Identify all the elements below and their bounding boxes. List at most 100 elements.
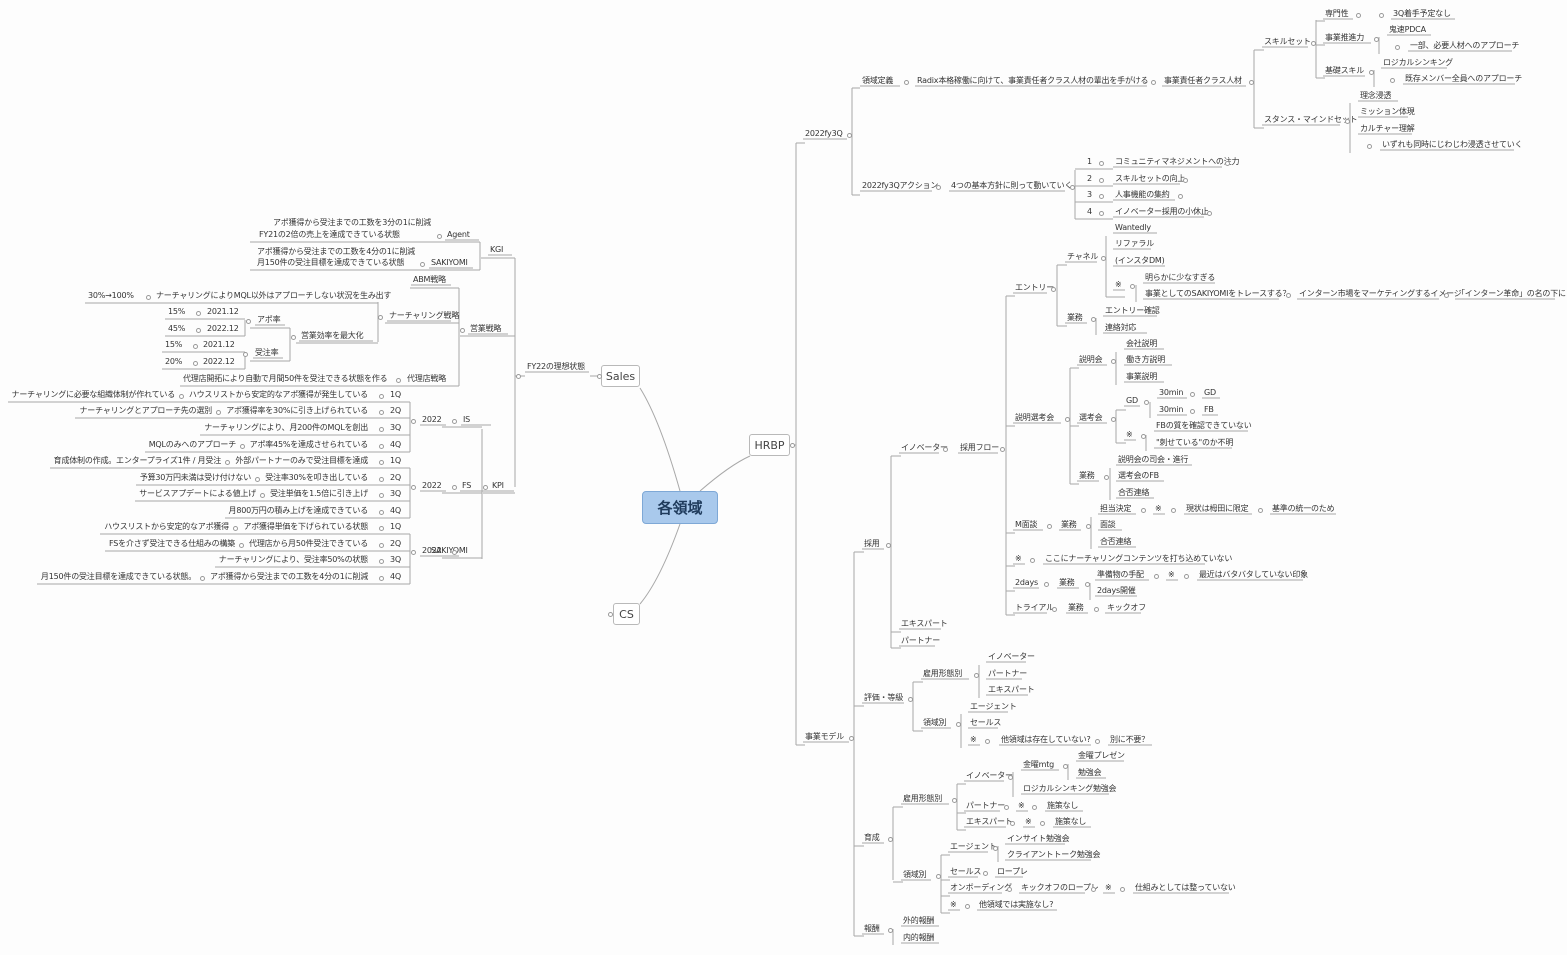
collapse-toggle[interactable] <box>378 558 384 564</box>
topic-node[interactable]: 明らかに少なすぎる <box>1145 273 1216 282</box>
topic-node[interactable]: 会社説明 <box>1126 339 1158 348</box>
collapse-toggle[interactable] <box>903 79 909 85</box>
topic-node[interactable]: 人事機能の集約 <box>1115 190 1170 199</box>
topic-node[interactable]: ナーチャリング戦略 <box>389 311 460 320</box>
topic-node[interactable]: 業務 <box>1079 471 1095 480</box>
topic-node[interactable]: クライアントトーク勉強会 <box>1007 850 1101 859</box>
topic-node[interactable]: GD <box>1204 388 1216 397</box>
topic-node[interactable]: キックオフのロープレ <box>1021 883 1099 892</box>
topic-node[interactable]: ※ <box>1018 801 1025 810</box>
collapse-toggle[interactable] <box>451 484 457 490</box>
topic-node[interactable]: ミッション体現 <box>1360 107 1415 116</box>
collapse-toggle[interactable] <box>1443 292 1449 298</box>
collapse-toggle[interactable] <box>1039 820 1045 826</box>
collapse-toggle[interactable] <box>1285 292 1291 298</box>
collapse-toggle[interactable] <box>942 446 948 452</box>
collapse-toggle[interactable] <box>984 738 990 744</box>
collapse-toggle[interactable] <box>378 409 384 415</box>
topic-node[interactable]: 「インターン革命」の名の下に <box>1457 289 1566 298</box>
topic-node[interactable]: 業務 <box>1068 603 1084 612</box>
collapse-toggle[interactable] <box>459 327 465 333</box>
topic-node[interactable]: 2021.12 <box>203 340 235 349</box>
topic-node[interactable]: 30min <box>1159 388 1184 397</box>
collapse-toggle[interactable] <box>907 696 913 702</box>
topic-node[interactable]: ※ <box>1025 817 1032 826</box>
collapse-toggle[interactable] <box>1084 581 1090 587</box>
topic-node[interactable]: ※ <box>1105 883 1112 892</box>
topic-node[interactable]: 業務 <box>1061 520 1077 529</box>
topic-node[interactable]: 雇用形態別 <box>923 669 962 678</box>
collapse-toggle[interactable] <box>195 310 201 316</box>
topic-node[interactable]: セールス <box>970 718 1002 727</box>
topic-node[interactable]: 内的報酬 <box>903 933 935 942</box>
topic-node[interactable]: ここにナーチャリングコンテンツを打ち込めていない <box>1045 554 1233 563</box>
topic-node[interactable]: パートナー <box>966 801 1005 810</box>
collapse-toggle[interactable] <box>378 492 384 498</box>
topic-node[interactable]: 2022 <box>422 546 442 555</box>
topic-node[interactable]: 説明選考会 <box>1015 413 1054 422</box>
topic-node[interactable]: 外部パートナーのみで受注目標を達成 <box>235 456 368 465</box>
collapse-toggle[interactable] <box>1103 474 1109 480</box>
topic-node[interactable]: FB <box>1204 405 1214 414</box>
topic-node[interactable]: エキスパート <box>966 817 1013 826</box>
topic-node[interactable]: 3Q <box>390 423 401 432</box>
collapse-toggle[interactable] <box>1043 581 1049 587</box>
collapse-toggle[interactable] <box>887 927 893 933</box>
topic-node[interactable]: ABM戦略 <box>413 275 446 284</box>
topic-node[interactable]: 育成体制の作成。エンタープライズ1件 / 月受注 <box>53 456 222 465</box>
topic-node[interactable]: "刺せている"のか不明 <box>1156 438 1234 447</box>
topic-node[interactable]: エントリー確認 <box>1105 306 1160 315</box>
topic-node[interactable]: Radix本格稼働に向けて、事業責任者クラス人材の輩出を手がける <box>917 76 1149 85</box>
topic-node[interactable]: 受注率 <box>255 348 279 357</box>
topic-node[interactable]: 2022.12 <box>203 357 235 366</box>
topic-node[interactable]: 現状は栂田に限定 <box>1186 504 1249 513</box>
topic-node[interactable]: 4Q <box>390 506 401 515</box>
collapse-toggle[interactable] <box>1153 573 1159 579</box>
collapse-toggle[interactable] <box>419 261 425 267</box>
topic-node[interactable]: 選考会 <box>1079 413 1103 422</box>
collapse-toggle[interactable] <box>1344 118 1350 124</box>
topic-node[interactable]: アポ獲得から受注までの工数を4分の1に削減 <box>210 572 368 581</box>
topic-node[interactable]: コミュニティマネジメントへの注力 <box>1115 157 1240 166</box>
topic-node[interactable]: 金曜プレゼン <box>1078 751 1125 760</box>
collapse-toggle[interactable] <box>1064 416 1070 422</box>
collapse-toggle[interactable] <box>955 721 961 727</box>
topic-node[interactable]: 働き方説明 <box>1126 355 1165 364</box>
topic-node[interactable]: 他領域は存在していない? <box>1001 735 1091 744</box>
topic-node[interactable]: 4 <box>1087 207 1092 216</box>
topic-node[interactable]: リファラル <box>1115 239 1154 248</box>
collapse-toggle[interactable] <box>951 797 957 803</box>
collapse-toggle[interactable] <box>378 393 384 399</box>
topic-node[interactable]: イノベーター採用の小休止 <box>1115 207 1209 216</box>
topic-node[interactable]: 1Q <box>390 522 401 531</box>
topic-node[interactable]: チャネル <box>1067 252 1099 261</box>
topic-node[interactable]: 理念浸透 <box>1360 91 1392 100</box>
topic-node[interactable]: アポ獲得率を30%に引き上げられている <box>226 406 368 415</box>
topic-node[interactable]: 事業推進力 <box>1325 33 1364 42</box>
topic-node[interactable]: 4Q <box>390 572 401 581</box>
topic-node[interactable]: エージェント <box>950 842 997 851</box>
topic-node[interactable]: 合否連絡 <box>1100 537 1132 546</box>
topic-node[interactable]: オンボーディング <box>950 883 1012 892</box>
topic-node[interactable]: 事業責任者クラス人材 <box>1164 76 1242 85</box>
collapse-toggle[interactable] <box>1150 79 1156 85</box>
collapse-toggle[interactable] <box>436 233 442 239</box>
collapse-toggle[interactable] <box>848 735 854 741</box>
topic-node[interactable]: ※ <box>1015 554 1022 563</box>
topic-node[interactable]: 施策なし <box>1047 801 1079 810</box>
collapse-toggle[interactable] <box>1140 433 1146 439</box>
collapse-toggle[interactable] <box>1170 507 1176 513</box>
collapse-toggle[interactable] <box>378 476 384 482</box>
topic-node[interactable]: 代理店から月50件受注できている <box>249 539 368 548</box>
topic-node[interactable]: 2022 <box>422 481 442 490</box>
topic-node[interactable]: FSを介さず受注できる仕組みの構築 <box>109 539 235 548</box>
topic-node[interactable]: 金曜mtg <box>1023 760 1055 769</box>
topic-node[interactable]: 30%→100% <box>88 291 134 300</box>
topic-node[interactable]: ※ <box>1155 504 1162 513</box>
topic-node[interactable]: ナーチャリングに必要な組織体制が作れている <box>11 390 176 399</box>
topic-node[interactable]: FBの質を確認できていない <box>1156 421 1252 430</box>
topic-node[interactable]: 2days <box>1015 578 1038 587</box>
topic-node[interactable]: 1Q <box>390 390 401 399</box>
collapse-toggle[interactable] <box>1394 44 1400 50</box>
collapse-toggle[interactable] <box>378 525 384 531</box>
